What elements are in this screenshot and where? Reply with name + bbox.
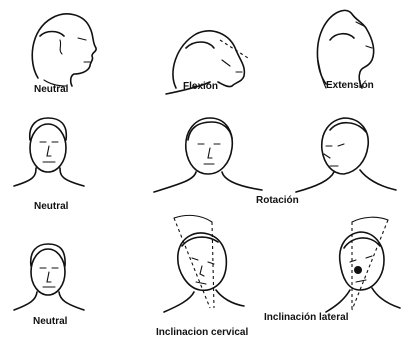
label-flexion: Flexión [183,82,218,92]
label-rotation: Rotación [256,196,299,206]
head-tilt-lateral [326,217,400,312]
label-lateral-inclination: Inclinación lateral [264,313,348,323]
head-rotation-front [154,118,262,192]
head-profile-neutral [32,14,96,86]
head-profile-extension [317,10,373,88]
label-neutral-front: Neutral [34,202,68,212]
label-neutral-lower: Neutral [33,317,67,327]
head-front-neutral [14,118,84,186]
label-neutral-side: Neutral [34,85,68,95]
head-front-neutral-lower [14,244,84,310]
label-extension: Extensión [326,81,374,91]
label-cervical-inclination: Inclinacion cervical [156,328,248,338]
head-rotation-turned [296,118,396,192]
head-tilt-cervical [164,215,244,312]
